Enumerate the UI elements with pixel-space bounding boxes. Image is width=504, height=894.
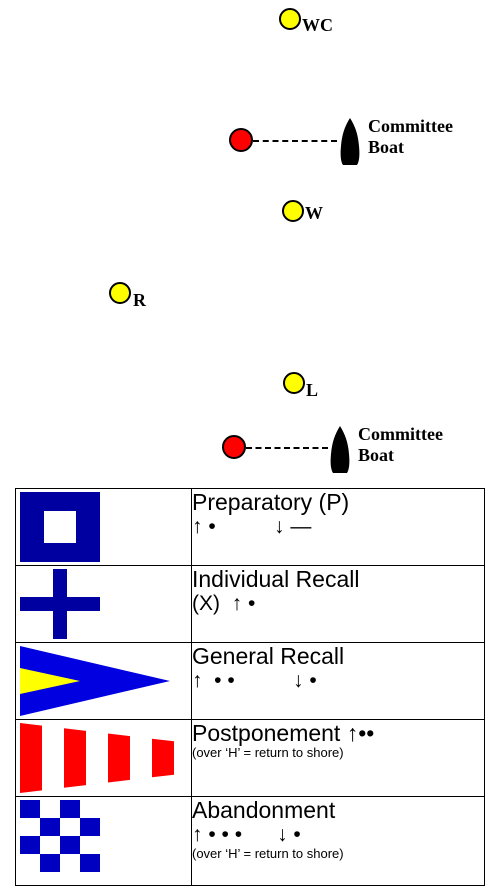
flag-note: (over ‘H’ = return to shore) bbox=[192, 846, 344, 861]
committee-boat-icon-bottom bbox=[330, 426, 350, 473]
flag-description: Preparatory (P) ↑ • ↓ — bbox=[191, 488, 485, 566]
start-line-top bbox=[253, 140, 337, 142]
committee-boat-label-top: Committee Boat bbox=[368, 116, 453, 158]
mark-wc-label: WC bbox=[302, 15, 333, 35]
flag-signal: ↑ • • • ↓ • bbox=[192, 823, 301, 846]
first-substitute-pennant-icon bbox=[20, 646, 170, 716]
flag-description: Individual Recall (X) ↑ • bbox=[191, 565, 485, 643]
mark-l-buoy bbox=[283, 372, 305, 394]
committee-label-line2: Boat bbox=[368, 137, 404, 157]
mark-w-label: W bbox=[305, 203, 323, 223]
flag-row-preparatory: Preparatory (P) ↑ • ↓ — bbox=[15, 488, 485, 566]
flag-cell bbox=[15, 719, 192, 797]
flag-name: General Recall bbox=[192, 643, 345, 669]
flag-name: Abandonment bbox=[192, 797, 336, 823]
flag-signal: ↑ • • ↓ • bbox=[192, 669, 317, 692]
pin-end-buoy-bottom bbox=[222, 435, 246, 459]
flag-cell bbox=[15, 642, 192, 720]
flag-p-icon bbox=[20, 492, 100, 562]
mark-r-label: R bbox=[133, 290, 146, 310]
mark-w-buoy bbox=[282, 200, 304, 222]
committee-boat-icon-top bbox=[340, 118, 360, 165]
committee-label-line1: Committee bbox=[368, 116, 453, 136]
flag-name: Individual Recall bbox=[192, 566, 360, 592]
committee-boat-label-bottom: Committee Boat bbox=[358, 424, 443, 466]
mark-wc-buoy bbox=[279, 8, 301, 30]
flag-cell bbox=[15, 796, 192, 886]
flag-row-postponement: Postponement ↑•• (over ‘H’ = return to s… bbox=[15, 719, 485, 797]
flag-row-general-recall: General Recall ↑ • • ↓ • bbox=[15, 642, 485, 720]
committee-label-line2: Boat bbox=[358, 445, 394, 465]
flag-name: Preparatory (P) bbox=[192, 489, 350, 515]
flag-signal: ↑ • ↓ — bbox=[192, 515, 312, 538]
mark-r-buoy bbox=[109, 282, 131, 304]
committee-label-line1: Committee bbox=[358, 424, 443, 444]
flag-name: Postponement ↑•• bbox=[192, 720, 375, 746]
flag-row-individual-recall: Individual Recall (X) ↑ • bbox=[15, 565, 485, 643]
flag-note: (over ‘H’ = return to shore) bbox=[192, 745, 344, 760]
flag-row-abandonment: Abandonment ↑ • • • ↓ • (over ‘H’ = retu… bbox=[15, 796, 485, 886]
flag-x-icon bbox=[20, 569, 100, 639]
flag-cell bbox=[15, 488, 192, 566]
start-line-bottom bbox=[246, 447, 328, 449]
flag-n-icon bbox=[20, 800, 100, 872]
mark-l-label: L bbox=[306, 380, 319, 400]
ap-pennant-icon bbox=[20, 723, 188, 793]
flag-description: Abandonment ↑ • • • ↓ • (over ‘H’ = retu… bbox=[191, 796, 485, 886]
pin-end-buoy-top bbox=[229, 128, 253, 152]
flag-description: General Recall ↑ • • ↓ • bbox=[191, 642, 485, 720]
flag-signal: (X) ↑ • bbox=[192, 592, 256, 615]
flag-signals-table: Preparatory (P) ↑ • ↓ — Individual Recal… bbox=[15, 488, 485, 886]
flag-cell bbox=[15, 565, 192, 643]
flag-description: Postponement ↑•• (over ‘H’ = return to s… bbox=[191, 719, 485, 797]
